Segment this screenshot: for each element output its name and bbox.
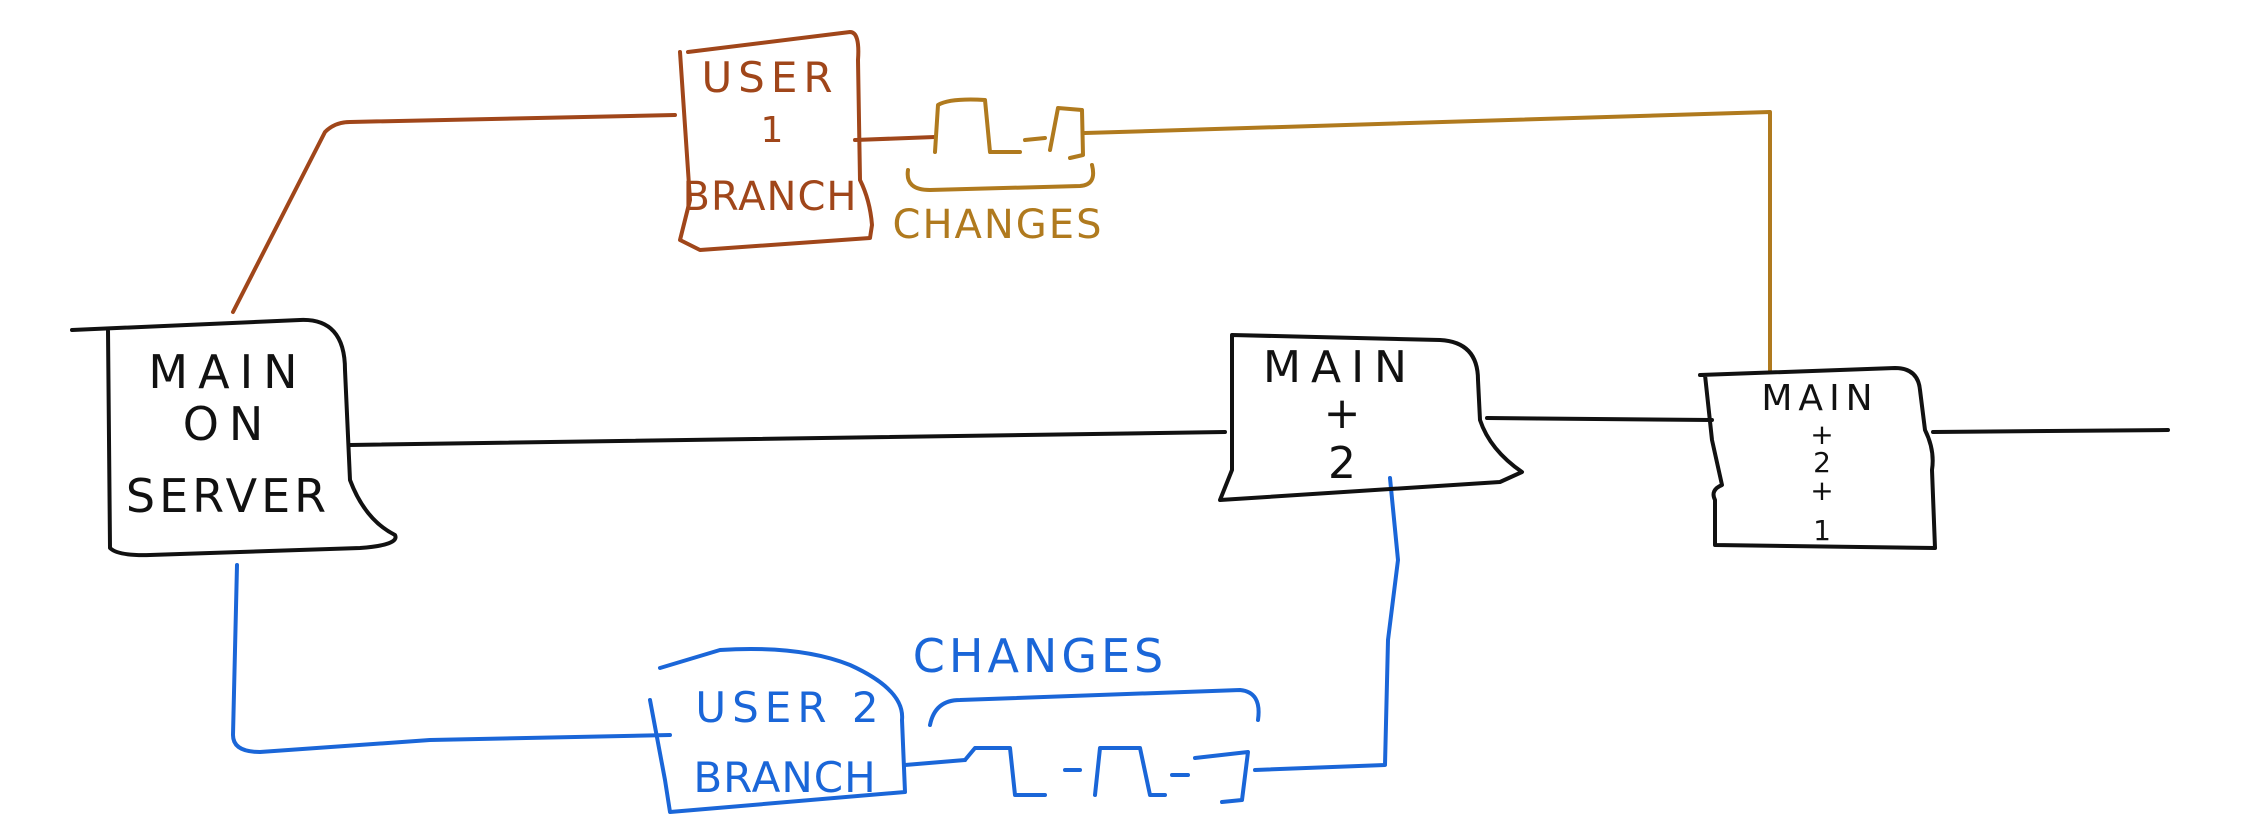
node-main-plus-2: MAIN + 2: [1218, 333, 1524, 502]
connector-changes-to-main3: [1083, 110, 1772, 372]
node-main-on-server: MAIN ON SERVER: [70, 317, 398, 558]
node-user1-branch: USER 1 BRANCH: [678, 30, 874, 252]
commit-mark: [1093, 746, 1167, 797]
connector-user1-to-changes: [853, 135, 937, 142]
node-user1-branch-line1: USER: [701, 53, 838, 102]
node-user2-branch-line2: BRANCH: [693, 753, 876, 802]
main-line: [348, 416, 2170, 447]
commit-mark: [1023, 136, 1047, 142]
node-main-plus-2-plus-1-line2: +: [1810, 418, 1833, 451]
node-user2-branch: USER 2 BRANCH: [648, 647, 907, 814]
connector-user2-to-changes: [903, 758, 967, 767]
connector-changes-to-main2: [1253, 476, 1400, 772]
node-main-on-server-line3: SERVER: [126, 469, 330, 523]
node-main-plus-2-plus-1: MAIN + 2 + 1: [1698, 366, 1937, 550]
connector-main2-to-main3: [1485, 416, 1714, 422]
commit-mark: [963, 746, 1047, 797]
node-user2-branch-line1: USER 2: [695, 683, 884, 732]
changes-brace: [905, 163, 1096, 192]
node-user1-branch-line2: 1: [761, 110, 784, 151]
connector-main-to-user2: [231, 563, 672, 754]
node-main-plus-2-line2: +: [1324, 388, 1361, 439]
node-main-plus-2-plus-1-line5: 1: [1813, 514, 1831, 547]
node-main-plus-2-line3: 2: [1328, 438, 1356, 489]
commit-mark: [1193, 750, 1250, 804]
node-main-plus-2-line1: MAIN: [1263, 342, 1417, 393]
connector-main-to-user1: [231, 113, 677, 314]
node-main-plus-2-plus-1-line3: 2: [1813, 446, 1831, 479]
connector-main3-out: [1931, 428, 2170, 434]
connector-main-to-main2: [348, 430, 1227, 447]
commit-mark: [933, 97, 1022, 154]
node-main-plus-2-plus-1-line1: MAIN: [1761, 378, 1878, 419]
user1-lines: [231, 110, 1772, 372]
commit-mark: [1048, 106, 1085, 160]
node-user1-branch-line3: BRANCH: [683, 174, 858, 220]
node-main-on-server-line2: ON: [183, 397, 274, 451]
changes-brace: [928, 688, 1261, 727]
user2-changes-group: CHANGES: [913, 629, 1261, 804]
user2-changes-label: CHANGES: [913, 629, 1168, 683]
user1-changes-group: CHANGES: [893, 97, 1104, 248]
node-main-on-server-line1: MAIN: [148, 345, 307, 399]
user2-lines: [231, 476, 1400, 772]
node-main-plus-2-plus-1-line4: +: [1810, 474, 1833, 507]
user1-changes-label: CHANGES: [893, 202, 1104, 248]
